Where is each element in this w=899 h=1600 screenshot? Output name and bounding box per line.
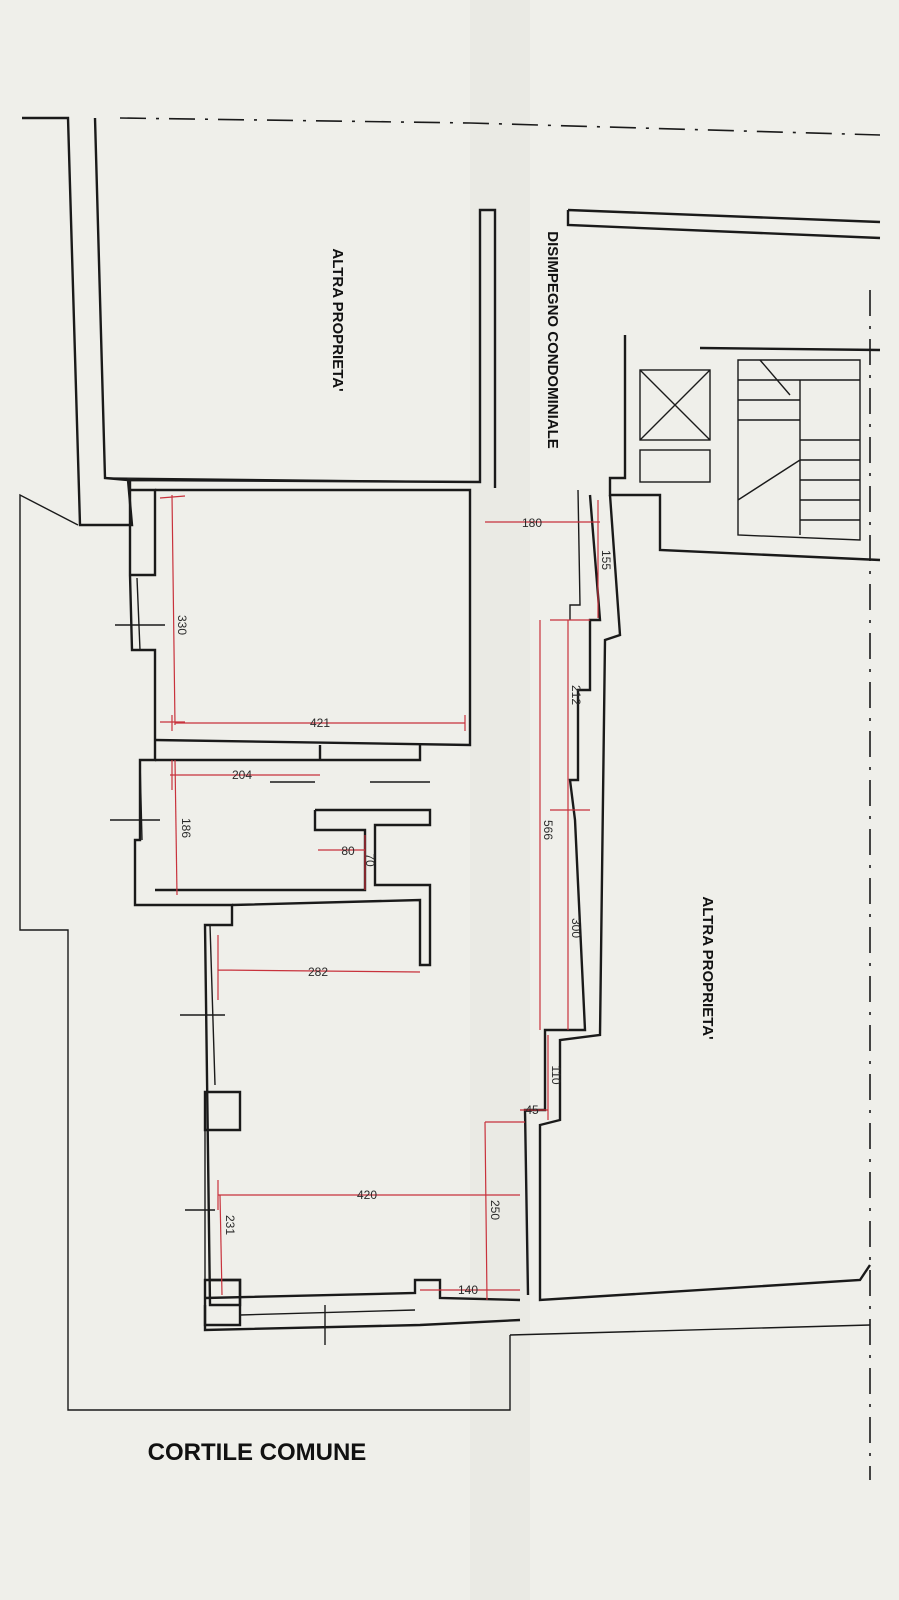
dim-421: 421 xyxy=(310,716,330,730)
dim-45: 45 xyxy=(525,1103,539,1117)
property-boundary-top xyxy=(119,117,881,136)
dim-566: 566 xyxy=(541,820,555,840)
elevator-cross xyxy=(639,369,711,441)
elevator-shaft xyxy=(639,369,711,441)
label-disimpegno-condominiale: DISIMPEGNO CONDOMINIALE xyxy=(544,231,561,449)
dim-155: 155 xyxy=(599,550,613,570)
wall-disimpegno-right xyxy=(566,208,881,240)
dim-line-212 xyxy=(550,619,590,811)
dim-212: 212 xyxy=(569,685,583,705)
wall-bathroom xyxy=(155,808,432,967)
dim-line-282 xyxy=(217,935,421,1000)
dim-line-420 xyxy=(217,1180,520,1210)
dim-420: 420 xyxy=(357,1188,377,1202)
courtyard-boundary xyxy=(19,493,511,1411)
dim-330: 330 xyxy=(175,615,189,635)
dim-line-250 xyxy=(484,1121,525,1301)
dim-line-204 xyxy=(170,760,320,790)
dim-140: 140 xyxy=(458,1283,478,1297)
dim-250: 250 xyxy=(488,1200,502,1220)
wall-room-upper-bottom xyxy=(155,745,422,762)
pillar-left xyxy=(203,1090,242,1132)
dim-line-231 xyxy=(219,1194,223,1296)
dim-300: 300 xyxy=(569,918,583,938)
dim-180: 180 xyxy=(522,516,542,530)
dim-line-186 xyxy=(174,759,178,896)
dim-110: 110 xyxy=(549,1065,563,1084)
dim-204: 204 xyxy=(232,768,252,782)
wall-apartment-left-inner xyxy=(136,577,216,1285)
pillar-bottom-left xyxy=(203,1278,242,1327)
dim-80: 80 xyxy=(341,844,355,858)
elevator-shaft-small xyxy=(639,449,711,483)
label-altra-proprieta-right: ALTRA PROPRIETA' xyxy=(699,896,716,1039)
wall-room-upper xyxy=(154,488,472,747)
window-bottom xyxy=(239,1309,416,1316)
label-cortile-comune: CORTILE COMUNE xyxy=(148,1439,367,1466)
window-ticks xyxy=(110,624,326,1345)
stairs-arrow xyxy=(759,359,791,396)
wall-apartment-right-inner xyxy=(569,489,581,620)
dim-line-421 xyxy=(171,715,466,731)
dim-186: 186 xyxy=(179,818,193,838)
stairs xyxy=(737,359,861,541)
wall-altra-proprieta-top-inner xyxy=(104,477,481,483)
dim-70: 70 xyxy=(363,853,377,867)
courtyard-boundary-right xyxy=(509,1324,871,1336)
dim-282: 282 xyxy=(308,965,328,979)
dim-231: 231 xyxy=(223,1215,237,1235)
wall-altra-proprieta-right xyxy=(538,494,871,1302)
wall-apartment-left xyxy=(128,480,242,1307)
dim-line-80-70 xyxy=(318,835,366,890)
label-altra-proprieta-top: ALTRA PROPRIETA' xyxy=(329,248,346,391)
